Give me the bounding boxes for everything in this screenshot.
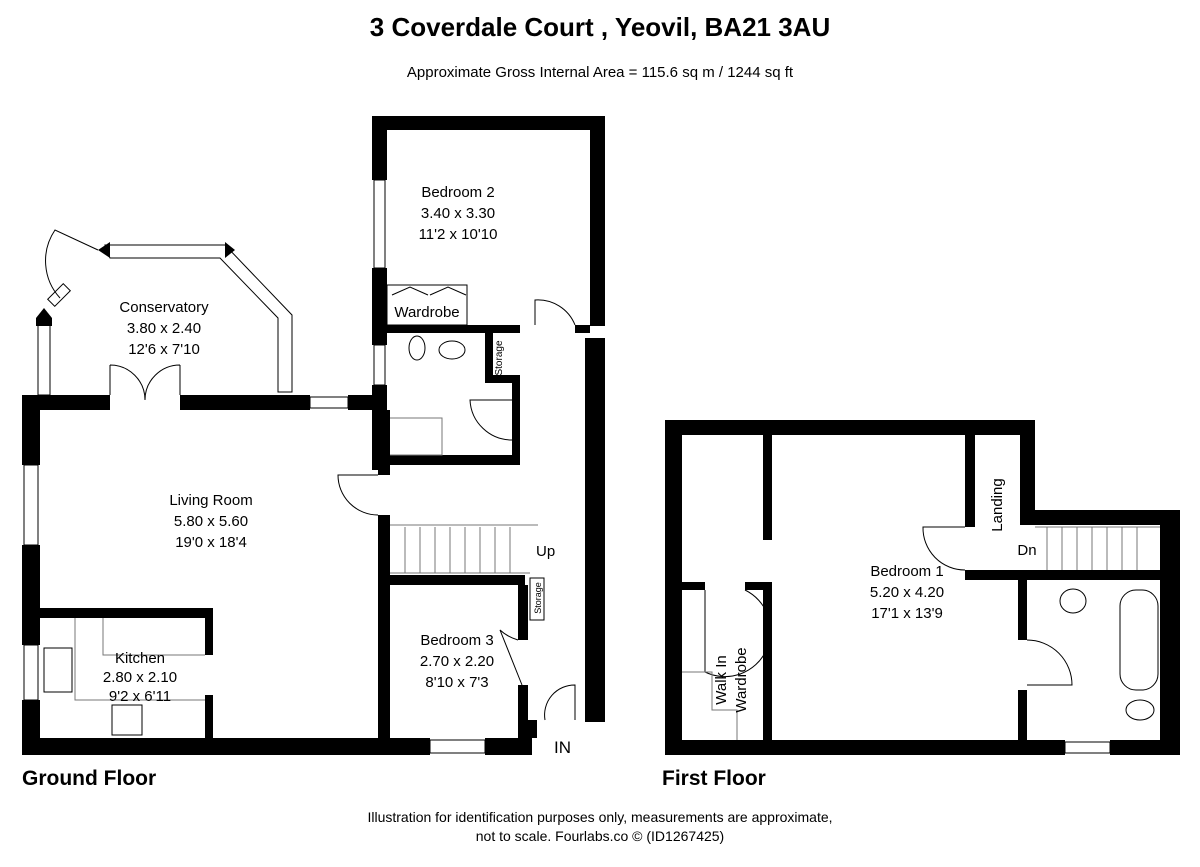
first-floor-plan (665, 420, 1180, 755)
disclaimer: Illustration for identification purposes… (0, 808, 1200, 846)
first-floor-label: First Floor (662, 767, 766, 790)
disclaimer-line: not to scale. Fourlabs.co © (ID1267425) (475, 828, 725, 844)
stairs-down-label: Dn (1017, 542, 1036, 559)
storage-label: Storage (533, 582, 543, 614)
room-name: Kitchen (115, 650, 165, 667)
room-size-imperial: 11'2 x 10'10 (419, 226, 498, 243)
room-size-imperial: 12'6 x 7'10 (128, 341, 200, 358)
landing-label: Landing (989, 478, 1006, 531)
room-name: Bedroom 3 (420, 632, 493, 649)
ground-floor-plan (22, 116, 605, 755)
gross-internal-area: Approximate Gross Internal Area = 115.6 … (406, 64, 794, 81)
property-title: 3 Coverdale Court , Yeovil, BA21 3AU (369, 12, 831, 42)
room-size-metric: 3.40 x 3.30 (421, 205, 495, 222)
walk-in-wardrobe-label: Wardrobe (733, 647, 750, 712)
room-name: Conservatory (119, 299, 209, 316)
room-size-imperial: 17'1 x 13'9 (871, 605, 943, 622)
room-size-metric: 5.20 x 4.20 (870, 584, 944, 601)
room-name: Living Room (169, 492, 252, 509)
entrance-label: IN (554, 738, 571, 757)
room-name: Bedroom 2 (421, 184, 494, 201)
room-size-imperial: 8'10 x 7'3 (425, 674, 488, 691)
room-name: Bedroom 1 (870, 563, 943, 580)
room-size-imperial: 9'2 x 6'11 (109, 688, 171, 705)
stairs-up-label: Up (536, 543, 555, 560)
wardrobe-label: Wardrobe (394, 304, 459, 321)
room-size-metric: 3.80 x 2.40 (127, 320, 201, 337)
room-size-metric: 2.70 x 2.20 (420, 653, 494, 670)
ground-floor-label: Ground Floor (22, 767, 157, 790)
ground-floor-labels: Bedroom 2 3.40 x 3.30 11'2 x 10'10 Wardr… (103, 184, 571, 757)
first-floor-labels: Bedroom 1 5.20 x 4.20 17'1 x 13'9 Landin… (713, 478, 1037, 712)
room-size-metric: 2.80 x 2.10 (103, 669, 177, 686)
room-size-metric: 5.80 x 5.60 (174, 513, 248, 530)
storage-label: Storage (494, 340, 505, 375)
disclaimer-line: Illustration for identification purposes… (367, 809, 833, 825)
room-size-imperial: 19'0 x 18'4 (175, 534, 247, 551)
walk-in-wardrobe-label: Walk In (713, 655, 730, 704)
